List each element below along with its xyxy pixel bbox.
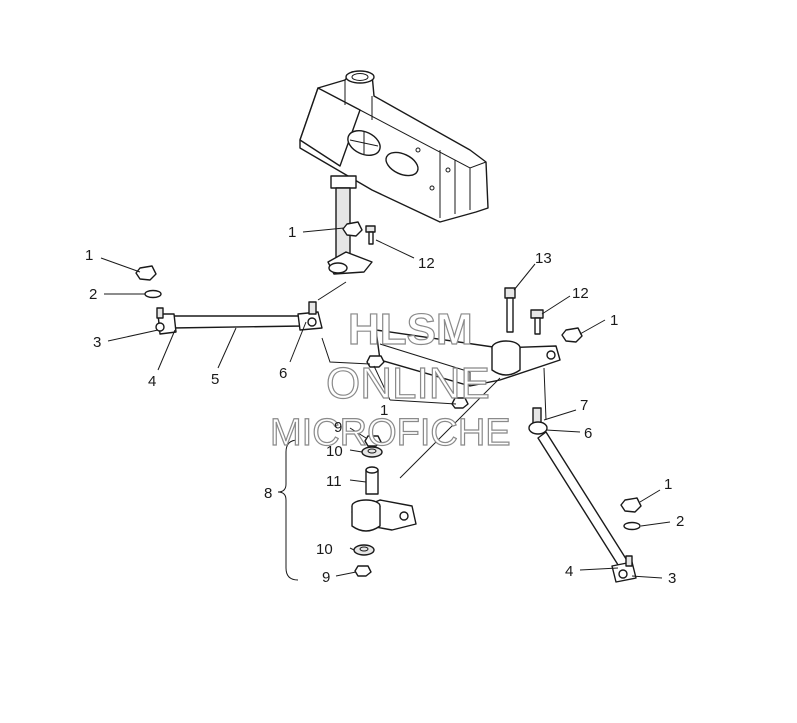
watermark-line-3: MICROFICHE [270,412,511,454]
callout-leader-lines [100,227,671,581]
callout-ball-joint-right: 3 [668,570,676,587]
center-pitman-arm [375,329,561,387]
callout-tie-rod-left: 5 [211,371,219,388]
callout-boot-right: 7 [580,397,588,414]
watermark-line-1: HLSM [348,305,473,354]
callout-washer-right: 2 [676,513,684,530]
watermark: HLSM ONLINE MICROFICHE [269,304,511,454]
callout-boot-left: 6 [279,365,287,382]
callout-washer-left: 2 [89,286,97,303]
hardware-fasteners [135,221,642,577]
left-tie-rod-assembly [155,301,323,335]
callout-nut-9-lower: 9 [322,569,330,586]
right-tie-rod-assembly [528,407,637,583]
callout-bushing-right: 6 [584,425,592,442]
callout-labels: 1 2 3 4 5 6 1 12 13 12 1 1 7 6 1 2 4 3 9… [85,224,684,587]
callout-nut-center: 1 [380,402,388,419]
callout-bearing-10-lower: 10 [316,541,333,558]
callout-spacer-11: 11 [326,473,342,490]
callout-nut-9-upper: 9 [334,419,342,436]
steering-support-bracket [299,70,489,223]
callout-jam-nut-left: 4 [148,373,156,390]
callout-ball-joint-left: 3 [93,334,101,351]
callout-bolt-13: 13 [535,250,552,267]
callout-jam-nut-right: 4 [565,563,573,580]
watermark-line-2: ONLINE [326,359,490,408]
steering-shaft [327,175,373,275]
callout-assembly-8: 8 [264,485,272,502]
callout-nut-right-upper: 1 [610,312,618,329]
callout-bolt-12-upper: 12 [418,255,435,272]
callout-nut-upper: 1 [288,224,296,241]
callout-nut-right-lower: 1 [664,476,672,493]
callout-bolt-12-right: 12 [572,285,589,302]
callout-nut-left: 1 [85,247,93,264]
callout-bearing-10-upper: 10 [326,443,343,460]
